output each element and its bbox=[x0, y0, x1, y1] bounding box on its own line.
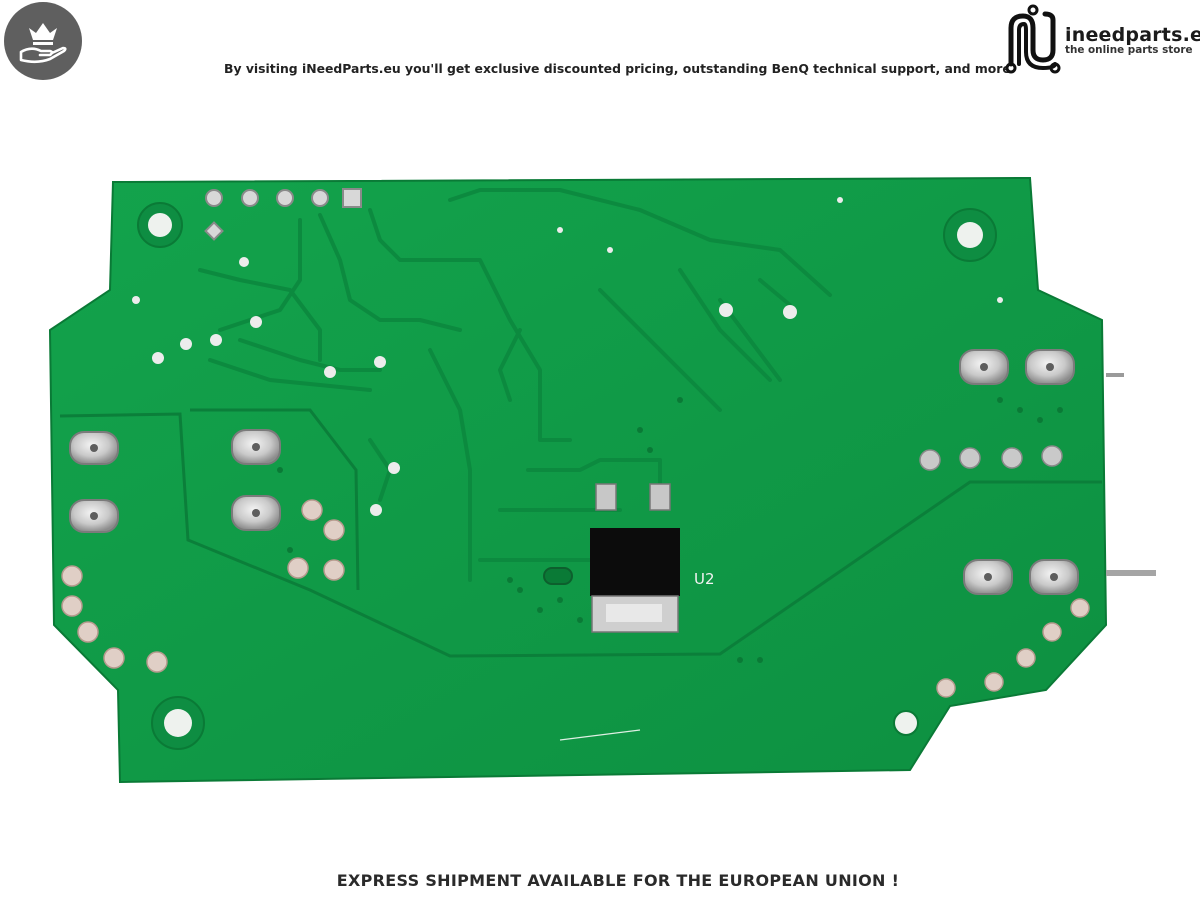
pcb-photo: U2 bbox=[48, 176, 1156, 784]
header-tagline: By visiting iNeedParts.eu you'll get exc… bbox=[224, 61, 1011, 76]
crown-hand-icon bbox=[4, 2, 82, 80]
logo-name: ineedparts.eu bbox=[1065, 24, 1200, 46]
ineedparts-logo[interactable]: ineedparts.eu the online parts store bbox=[1003, 2, 1200, 76]
regulator-chip bbox=[543, 483, 680, 633]
ineedparts-logo-mark-icon bbox=[1005, 4, 1061, 74]
logo-tagline: the online parts store bbox=[1065, 44, 1193, 56]
silkscreen-label: U2 bbox=[694, 570, 715, 588]
shipping-banner: EXPRESS SHIPMENT AVAILABLE FOR THE EUROP… bbox=[336, 871, 900, 890]
